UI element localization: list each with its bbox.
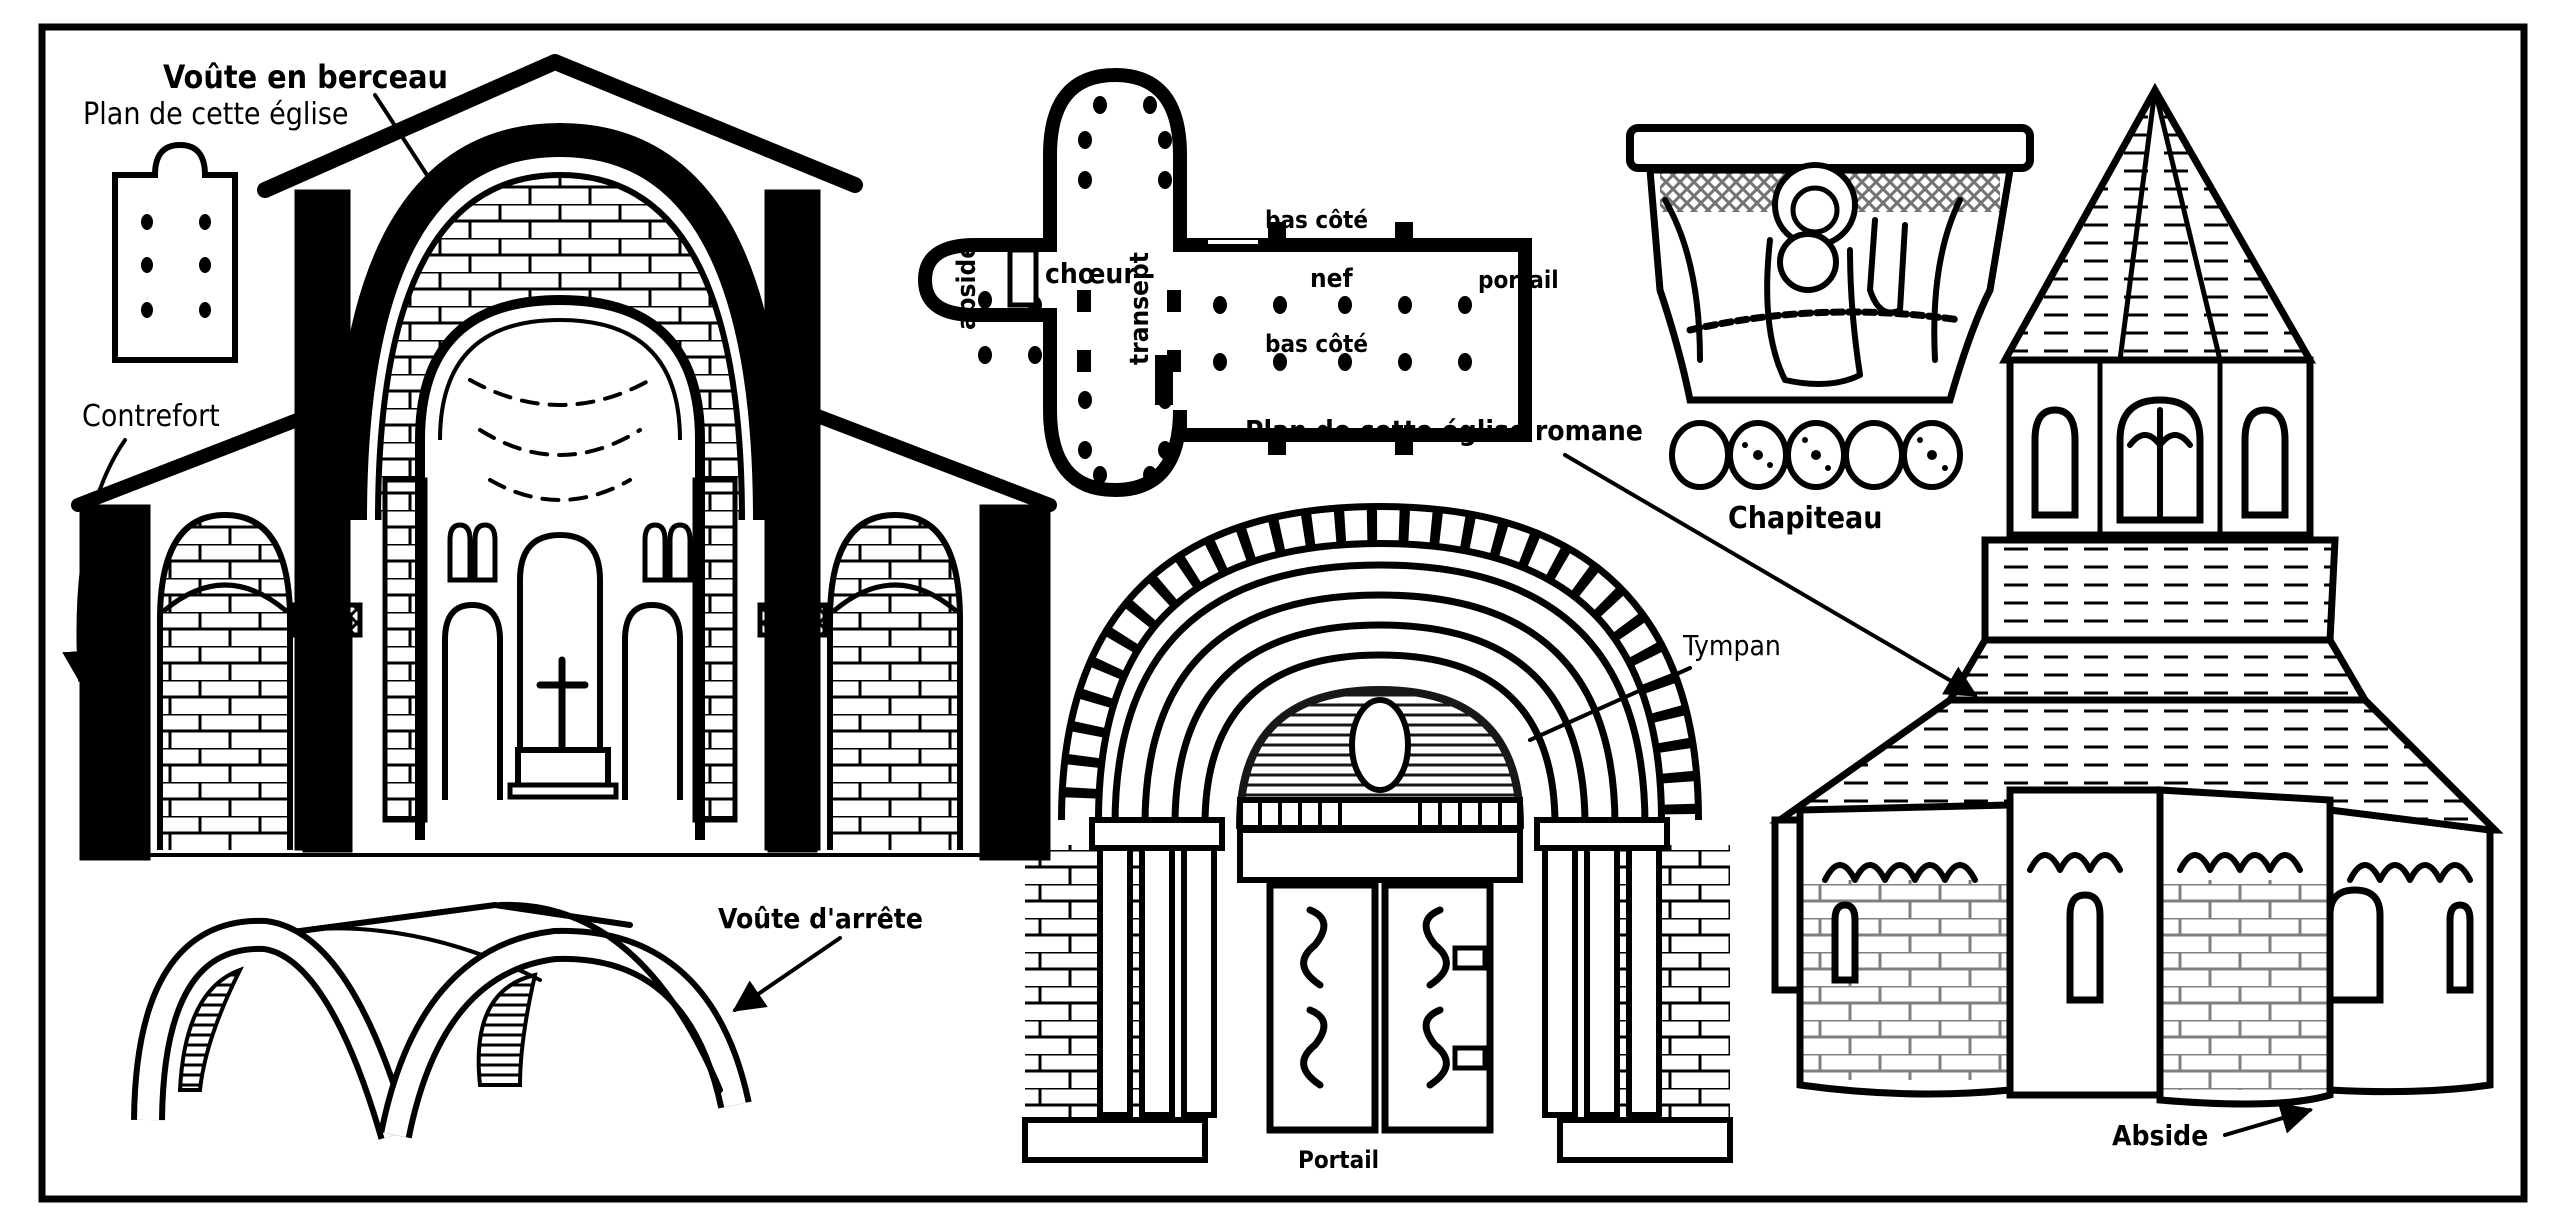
small-plan-label: Plan de cette église: [83, 97, 349, 132]
plan-choir-label: chœur: [1045, 257, 1136, 290]
tympanum-leader-line: [1528, 666, 1692, 742]
plan-apse-label: abside: [952, 243, 982, 330]
plan-aisle-top-label: bas côté: [1265, 206, 1368, 234]
portal-label: Portail: [1298, 1146, 1379, 1174]
plan-nave-label: nef: [1310, 264, 1354, 294]
romanesque-plan-label: Plan de cette église romane: [1245, 414, 1643, 447]
groin-vault-label: Voûte d'arrête: [718, 902, 923, 935]
plan-aisle-bottom-label: bas côté: [1265, 330, 1368, 358]
apse-arrow: [2223, 1102, 2314, 1137]
bell-tower-apse: [1769, 82, 2504, 1108]
barrel-vault-leader-line: [373, 93, 442, 197]
frame-border: [38, 23, 2528, 1203]
plan-to-tower-arrow: [1563, 453, 1978, 697]
groin-vault: [131, 901, 752, 1140]
buttress-label: Contrefort: [82, 399, 220, 434]
capital-label: Chapiteau: [1728, 501, 1882, 536]
buttress-arrow: [62, 438, 127, 684]
barrel-vault-label: Voûte en berceau: [163, 58, 448, 96]
romanesque-floor-plan: [917, 67, 1532, 498]
groin-vault-arrow: [732, 936, 842, 1012]
interior-section: [71, 54, 1057, 861]
portal: [1022, 502, 1733, 1163]
plan-transept-label: transept: [1125, 252, 1155, 365]
plan-portal-label: portail: [1478, 266, 1559, 294]
tympanum-label: Tympan: [1682, 629, 1781, 662]
apse-label: Abside: [2112, 1119, 2208, 1152]
capital: [1626, 124, 2034, 490]
small-floor-plan: [112, 141, 238, 363]
